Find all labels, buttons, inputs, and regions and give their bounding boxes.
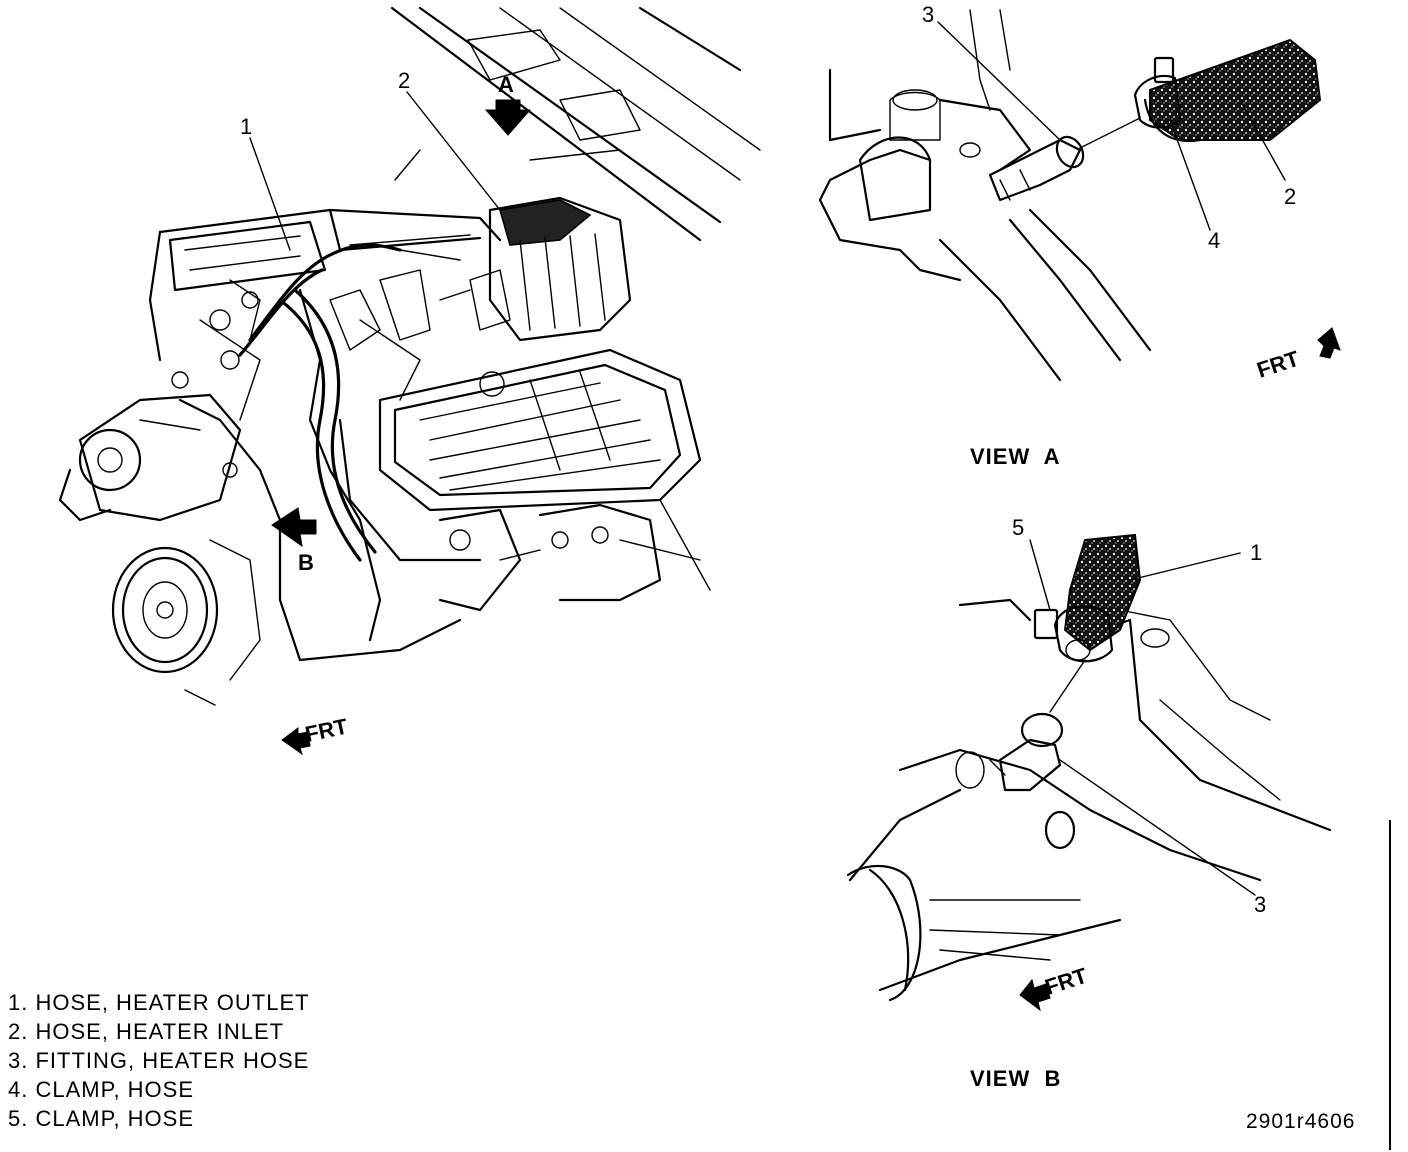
main-front-label: FRT [303, 713, 351, 746]
leader-main-2 [406, 91, 501, 211]
main-callout-1: 1 [240, 114, 252, 139]
view-b-callout-1: 1 [1250, 540, 1262, 565]
view-b-callout-3: 3 [1254, 892, 1266, 917]
view-a-front-label: FRT [1254, 346, 1303, 383]
view-a-callout-3: 3 [922, 2, 934, 27]
leader-main-1 [249, 137, 291, 251]
view-b-outlet-hose [1063, 533, 1142, 652]
view-b-clamp [1033, 605, 1114, 663]
legend-item: 3. FITTING, HEATER HOSE [8, 1048, 310, 1073]
view-b-fitting [955, 712, 1064, 792]
legend-item: 5. CLAMP, HOSE [8, 1106, 195, 1131]
main-callout-2: 2 [398, 68, 410, 93]
view-b-arrow-label: B [298, 550, 314, 575]
view-a-callout-4: 4 [1208, 228, 1220, 253]
view-b-illustration: 5 1 3 FRT VIEW B [846, 515, 1332, 1091]
legend-item: 4. CLAMP, HOSE [8, 1077, 195, 1102]
view-a-arrow-label: A [498, 72, 514, 97]
water-pump [58, 371, 242, 522]
heater-inlet-hose [278, 288, 377, 562]
view-a-callout-2: 2 [1284, 184, 1296, 209]
hood-edge [390, 6, 761, 242]
throttle-body [439, 196, 632, 342]
crank-pulley [111, 539, 261, 706]
view-a-title: VIEW A [970, 444, 1061, 469]
view-b-front-label: FRT [1042, 963, 1091, 1000]
parts-legend: 1. HOSE, HEATER OUTLET 2. HOSE, HEATER I… [8, 988, 310, 1133]
view-b-callout-5: 5 [1012, 515, 1024, 540]
valve-cover [338, 348, 702, 562]
engine-illustration: A B 1 2 FRT [58, 6, 761, 756]
view-a-inlet-hose [1143, 38, 1322, 143]
figure-id: 2901r4606 [1246, 1110, 1356, 1133]
legend-item: 1. HOSE, HEATER OUTLET [8, 990, 310, 1015]
legend-item: 2. HOSE, HEATER INLET [8, 1019, 285, 1044]
heater-outlet-hose [238, 243, 461, 357]
engine-block [148, 208, 502, 662]
view-b-front-arrow-icon [1019, 978, 1051, 1012]
view-a-clamp [1133, 56, 1182, 129]
view-a-illustration: 3 2 4 FRT VIEW A [818, 2, 1341, 469]
view-b-arrow [271, 507, 317, 548]
main-front-arrow-icon [281, 727, 311, 756]
view-a-front-arrow-icon [1317, 327, 1341, 359]
view-a-fitting [988, 135, 1085, 202]
view-a-arrow [484, 99, 532, 136]
exhaust-manifold [438, 499, 711, 612]
view-b-title: VIEW B [970, 1066, 1061, 1091]
border-rule [1389, 820, 1391, 1150]
